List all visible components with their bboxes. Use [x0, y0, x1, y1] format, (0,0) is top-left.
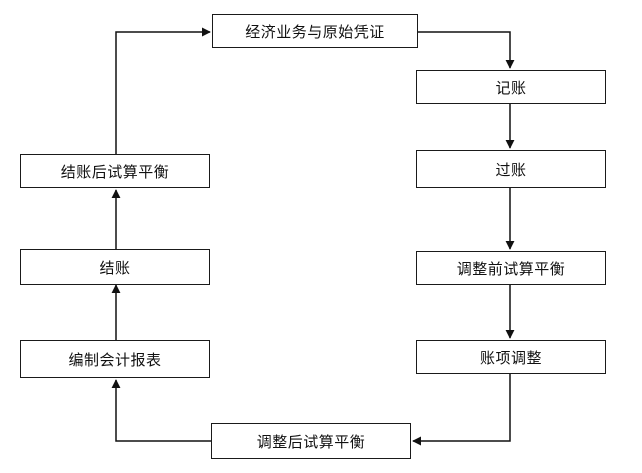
arrow-n6-to-n7: [111, 379, 211, 442]
node-prepare-financial-statements: 编制会计报表: [20, 340, 210, 378]
node-post-adjustment-trial-balance: 调整后试算平衡: [211, 423, 411, 459]
arrow-n5-to-n6: [412, 374, 511, 446]
node-posting: 过账: [416, 150, 606, 188]
node-bookkeeping: 记账: [416, 70, 606, 104]
node-post-closing-trial-balance: 结账后试算平衡: [20, 154, 210, 188]
arrow-n9-to-n1: [115, 27, 211, 154]
node-account-adjustment: 账项调整: [416, 340, 606, 374]
arrow-n1-to-n2: [418, 31, 515, 69]
node-closing-accounts: 结账: [20, 249, 210, 285]
node-economic-business-and-original-vouchers: 经济业务与原始凭证: [212, 14, 418, 48]
node-pre-adjustment-trial-balance: 调整前试算平衡: [416, 251, 606, 285]
